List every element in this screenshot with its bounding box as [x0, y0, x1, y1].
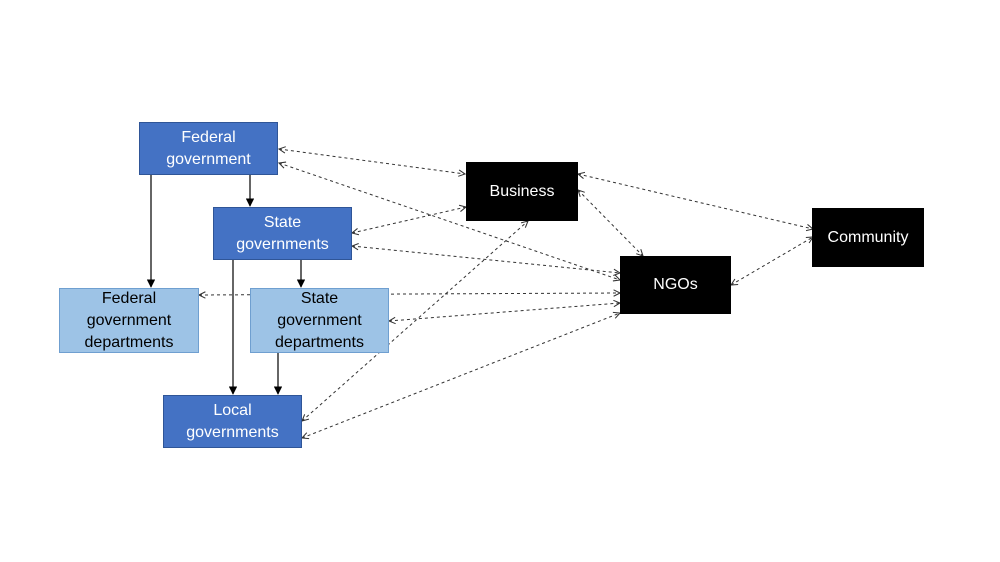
- local-governments-label: Local governments: [186, 401, 279, 441]
- ngos-label: NGOs: [653, 276, 698, 293]
- federal-government-label: Federal government: [166, 128, 251, 168]
- link-state-departments-ngos: [389, 303, 620, 321]
- federal-government-departments-label: Federal government departments: [84, 289, 174, 351]
- link-business-community: [578, 174, 813, 229]
- link-business-ngos: [578, 190, 643, 256]
- business-label: Business: [489, 182, 555, 200]
- link-state-business: [352, 207, 466, 233]
- community-label: Community: [827, 228, 909, 246]
- business-box: Business: [466, 162, 578, 221]
- link-local-ngos: [302, 313, 620, 438]
- ngos-box: NGOs: [620, 256, 731, 314]
- federal-government-box: Federal government: [139, 122, 278, 175]
- state-governments-label: State governments: [236, 213, 329, 253]
- federal-government-departments-box: Federal government departments: [59, 288, 199, 353]
- link-state-ngos: [352, 246, 620, 273]
- local-governments-box: Local governments: [163, 395, 302, 448]
- link-ngos-community: [731, 237, 813, 285]
- link-federal-business: [279, 149, 465, 174]
- state-governments-box: State governments: [213, 207, 352, 260]
- state-government-departments-label: State government departments: [275, 289, 364, 351]
- community-box: Community: [812, 208, 924, 267]
- state-government-departments-box: State government departments: [250, 288, 389, 353]
